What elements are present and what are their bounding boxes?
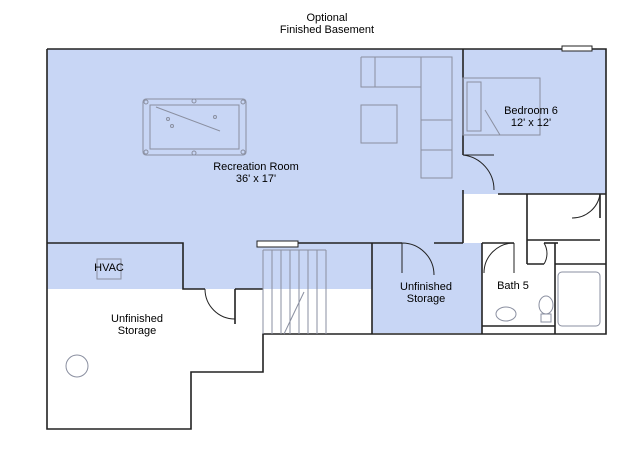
- sink: [495, 306, 517, 322]
- bathtub: [557, 271, 601, 327]
- sectional-sofa: [360, 56, 453, 179]
- door-swing: [483, 242, 515, 274]
- outer-wall: [46, 48, 607, 430]
- center-storage-line2: Storage: [407, 293, 446, 305]
- hvac-unit: [96, 258, 122, 280]
- bedroom-dims: 12' x 12': [511, 117, 551, 129]
- bath-fixtures: [495, 271, 601, 327]
- bedroom-window: [561, 45, 593, 52]
- door-swing: [462, 154, 495, 191]
- title-line2: Finished Basement: [280, 24, 374, 36]
- recreation-room-floor: [47, 49, 463, 289]
- title-line1: Optional: [307, 12, 348, 24]
- door-swing: [401, 242, 435, 276]
- left-storage-line2: Storage: [118, 325, 157, 337]
- bath-name: Bath 5: [497, 280, 529, 292]
- doors: [204, 154, 601, 320]
- bed: [462, 77, 541, 136]
- center-storage-line1: Unfinished: [400, 281, 452, 293]
- bedroom-floor: [463, 49, 606, 194]
- center-storage-floor: [372, 243, 482, 333]
- bedroom-name: Bedroom 6: [504, 105, 558, 117]
- door-swing: [204, 288, 236, 320]
- finished-area: [47, 49, 606, 333]
- water-heater: [65, 354, 89, 378]
- left-storage-wall: [47, 242, 205, 290]
- pool-table: [142, 98, 247, 156]
- toilet: [538, 295, 554, 315]
- recreation-room-dims: 36' x 17': [236, 173, 276, 185]
- stairs: [256, 240, 327, 335]
- recreation-room-name: Recreation Room: [213, 161, 299, 173]
- hvac-label: HVAC: [94, 262, 124, 274]
- door-swing: [543, 242, 548, 265]
- door-swing: [571, 193, 601, 219]
- left-storage-line1: Unfinished: [111, 313, 163, 325]
- walls: [46, 48, 607, 430]
